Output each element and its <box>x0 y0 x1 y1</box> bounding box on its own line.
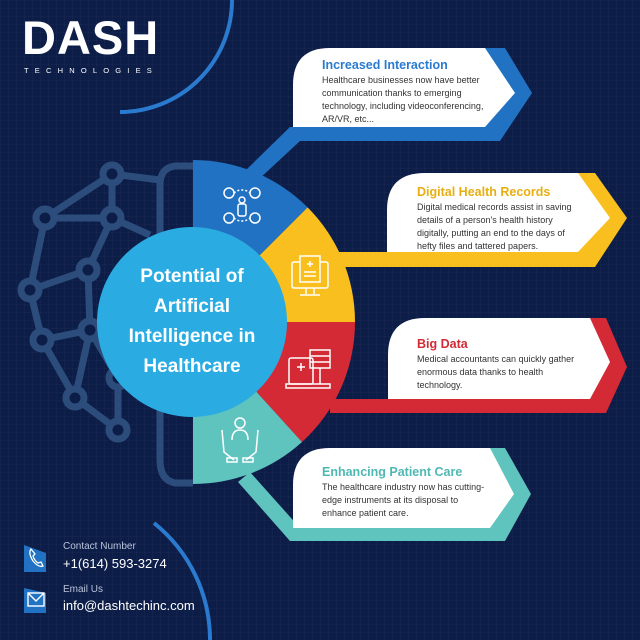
card-line: Medical accountants can quickly gather <box>417 354 575 364</box>
card-digital-health-records: Digital Health Records Digital medical r… <box>417 185 572 253</box>
card-line: enormous data thanks to health <box>417 367 544 377</box>
patient-care-hands-icon <box>221 417 259 463</box>
people-network-icon <box>223 187 261 224</box>
brand-tagline: TECHNOLOGIES <box>24 66 158 75</box>
card-band-teal <box>238 448 531 541</box>
brain-network-icon <box>17 161 193 487</box>
card-shape-1 <box>293 48 515 127</box>
card-band-yellow <box>320 173 627 267</box>
card-title: Digital Health Records <box>417 185 551 199</box>
center-circle <box>97 227 287 417</box>
email-label: Email Us <box>63 584 104 595</box>
contact-number-label: Contact Number <box>63 541 136 552</box>
card-title: Big Data <box>417 337 468 351</box>
card-line: edge instruments at its disposal to <box>322 495 459 505</box>
center-title-line: Artificial <box>153 296 231 317</box>
card-shape-3 <box>388 318 610 399</box>
center-title: Potential of Artificial Intelligence in … <box>100 262 284 382</box>
medical-record-monitor-icon <box>291 255 329 296</box>
card-band-blue <box>246 48 532 180</box>
center-title-line: Potential of <box>140 266 244 287</box>
card-big-data: Big Data Medical accountants can quickly… <box>417 337 574 392</box>
card-enhancing-patient-care: Enhancing Patient Care The healthcare in… <box>322 465 484 520</box>
card-line: digitally, putting an end to the days of <box>417 228 565 238</box>
card-line: communication thanks to emerging <box>322 88 462 98</box>
card-line: details of a person's health history <box>417 215 553 225</box>
card-line: The healthcare industry now has cutting- <box>322 482 485 492</box>
card-band-red <box>330 318 627 413</box>
phone-icon <box>24 545 46 572</box>
card-line: Digital medical records assist in saving <box>417 202 572 212</box>
email-icon <box>24 588 46 613</box>
card-shape-4 <box>293 448 514 528</box>
card-line: hefty files and tattered papers. <box>417 241 539 251</box>
contact-email[interactable]: info@dashtechinc.com <box>63 598 195 613</box>
card-increased-interaction: Increased Interaction Healthcare busines… <box>322 58 483 126</box>
card-line: enhance patient care. <box>322 508 409 518</box>
contact-phone[interactable]: +1(614) 593-3274 <box>63 556 167 571</box>
card-line: technology, including videoconferencing, <box>322 101 484 111</box>
card-title: Enhancing Patient Care <box>322 465 463 479</box>
center-title-line: Healthcare <box>143 356 241 377</box>
card-line: AR/VR, etc... <box>322 114 375 124</box>
card-title: Increased Interaction <box>322 58 448 72</box>
card-line: technology. <box>417 380 463 390</box>
decorative-arc-bottom <box>152 521 213 640</box>
brand-logo: DASH <box>22 11 160 64</box>
card-line: Healthcare businesses now have better <box>322 75 480 85</box>
decorative-arc-top <box>119 0 234 114</box>
center-title-line: Intelligence in <box>128 326 256 347</box>
medical-server-icon <box>285 349 331 389</box>
card-shape-2 <box>387 173 610 252</box>
